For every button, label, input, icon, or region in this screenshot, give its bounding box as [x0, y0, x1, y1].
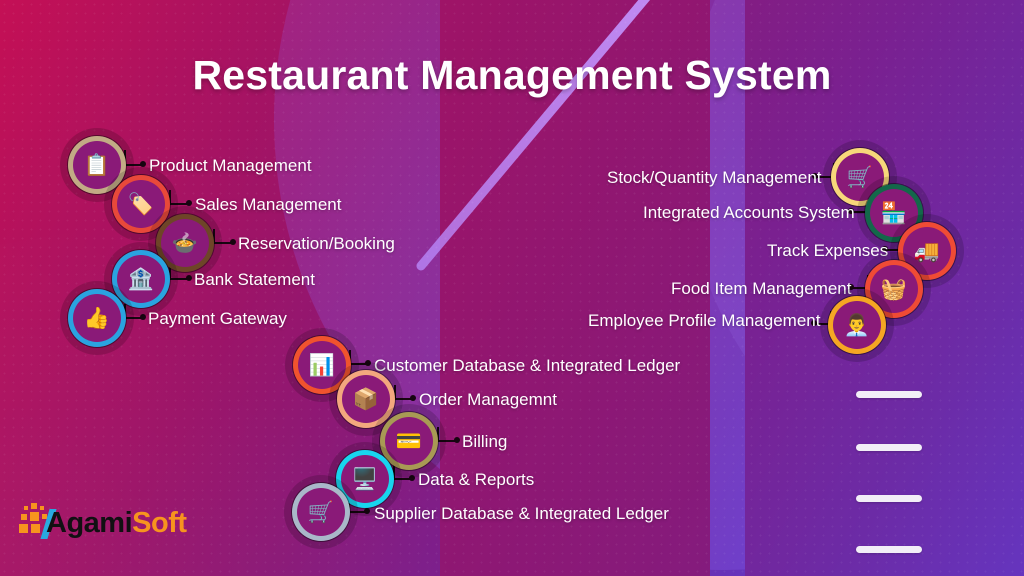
logo-pixel-2 [31, 503, 37, 509]
analytics-monitor-icon: 📊 [298, 341, 346, 389]
feature-label-order-management: Order Managemnt [419, 390, 557, 409]
bank-document-icon: 🏦 [117, 255, 165, 303]
clipboard-coffee-icon: 📋 [73, 141, 121, 189]
logo-text-soft: Soft [132, 507, 187, 539]
store-front-icon: 🏪 [870, 189, 918, 237]
supply-cart-icon: 🛒 [297, 488, 345, 536]
feature-label-bank-statement: Bank Statement [194, 270, 315, 289]
logo-pixel-3 [40, 506, 44, 510]
food-basket-icon: 🧺 [870, 265, 918, 313]
feature-label-track-expenses: Track Expenses [767, 241, 889, 260]
decor-bar-3 [856, 495, 922, 502]
stock-cart-icon: 🛒 [836, 153, 884, 201]
feature-label-customer-database: Customer Database & Integrated Ledger [374, 356, 681, 375]
decor-bar-4 [856, 546, 922, 553]
violet-streak-decoration [414, 0, 698, 273]
logo-wordmark: AgamiSoft [46, 509, 187, 538]
logo[interactable]: AgamiSoft [16, 500, 196, 552]
feature-label-integrated-accounts-system: Integrated Accounts System [643, 203, 855, 222]
logo-pixel-4 [21, 514, 27, 520]
logo-text-agami: Agami [46, 507, 133, 539]
logo-pixel-7 [19, 524, 28, 533]
food-plate-icon: 🍲 [161, 219, 209, 267]
logo-pixel-8 [31, 524, 40, 533]
page-title: Restaurant Management System [192, 52, 832, 98]
decor-bar-2 [856, 444, 922, 451]
employee-profile-icon: 👨‍💼 [833, 301, 881, 349]
logo-pixel-1 [24, 506, 28, 510]
decor-bar-1 [856, 391, 922, 398]
feature-label-supplier-database: Supplier Database & Integrated Ledger [374, 504, 669, 523]
invoice-mail-icon: 💳 [385, 417, 433, 465]
feature-label-billing: Billing [462, 432, 508, 451]
logo-pixel-6 [42, 514, 47, 519]
feature-label-payment-gateway: Payment Gateway [148, 309, 287, 328]
feature-label-reservation-booking: Reservation/Booking [238, 234, 395, 253]
feature-label-data-reports: Data & Reports [418, 470, 535, 489]
delivery-track-icon: 🚚 [903, 227, 951, 275]
logo-pixel-5 [30, 512, 39, 521]
feature-label-food-item-management: Food Item Management [671, 279, 852, 298]
sale-tag-icon: 🏷️ [117, 180, 165, 228]
feature-label-sales-management: Sales Management [195, 195, 342, 214]
report-desk-icon: 🖥️ [341, 455, 389, 503]
feature-label-product-management: Product Management [149, 156, 312, 175]
thumbs-up-card-icon: 👍 [73, 294, 121, 342]
feature-label-stock-quantity-management: Stock/Quantity Management [607, 168, 822, 187]
feature-label-employee-profile-management: Employee Profile Management [588, 311, 821, 330]
hand-package-icon: 📦 [342, 375, 390, 423]
